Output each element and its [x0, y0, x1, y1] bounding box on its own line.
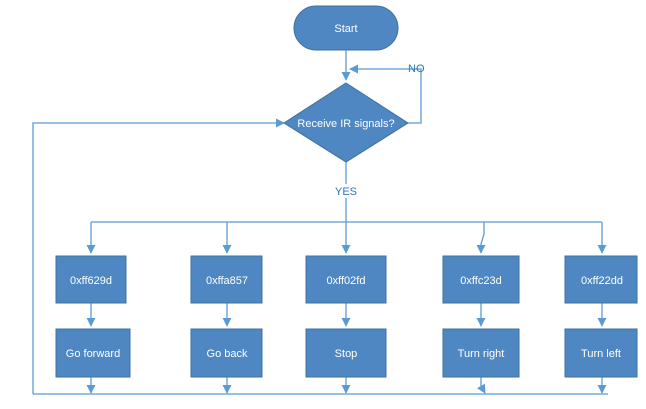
bus-to-code-4-arrow [476, 222, 486, 254]
code-box-2 [190, 255, 263, 304]
action-4-to-return-arrow [476, 377, 486, 394]
code-box-5 [564, 255, 638, 304]
code-label-1: 0xff629d [70, 275, 112, 287]
start-label: Start [334, 23, 357, 35]
connector-lines [32, 50, 608, 395]
action-label-5: Turn left [581, 348, 621, 360]
action-label-1: Go forward [66, 348, 120, 360]
return-to-decision-arrow [32, 118, 285, 394]
action-box-4 [442, 328, 520, 378]
code-box-3 [305, 255, 387, 304]
start-node: Start [293, 5, 399, 51]
decision-label: Receive IR signals? [297, 118, 394, 130]
action-label-2: Go back [207, 348, 248, 360]
action-box-1 [55, 328, 131, 378]
code-boxes: 0xff629d 0xffa857 0xff02fd 0xffc23d 0xff… [55, 255, 638, 304]
action-label-3: Stop [335, 348, 358, 360]
action-boxes: Go forward Go back Stop Turn right Turn … [55, 328, 638, 378]
code-box-1 [55, 255, 127, 304]
action-box-5 [564, 328, 638, 378]
start-terminal-shape [293, 5, 399, 51]
action-label-4: Turn right [458, 348, 505, 360]
decision-node: Receive IR signals? [283, 82, 409, 163]
code-label-3: 0xff02fd [327, 275, 366, 287]
action-box-2 [190, 328, 263, 378]
decision-diamond-shape [283, 82, 409, 163]
yes-label: YES [335, 186, 357, 198]
action-box-3 [305, 328, 387, 378]
code-label-4: 0xffc23d [460, 275, 501, 287]
code-label-2: 0xffa857 [206, 275, 248, 287]
code-box-4 [442, 255, 520, 304]
code-label-5: 0xff22dd [581, 275, 623, 287]
no-label: NO [408, 63, 425, 75]
